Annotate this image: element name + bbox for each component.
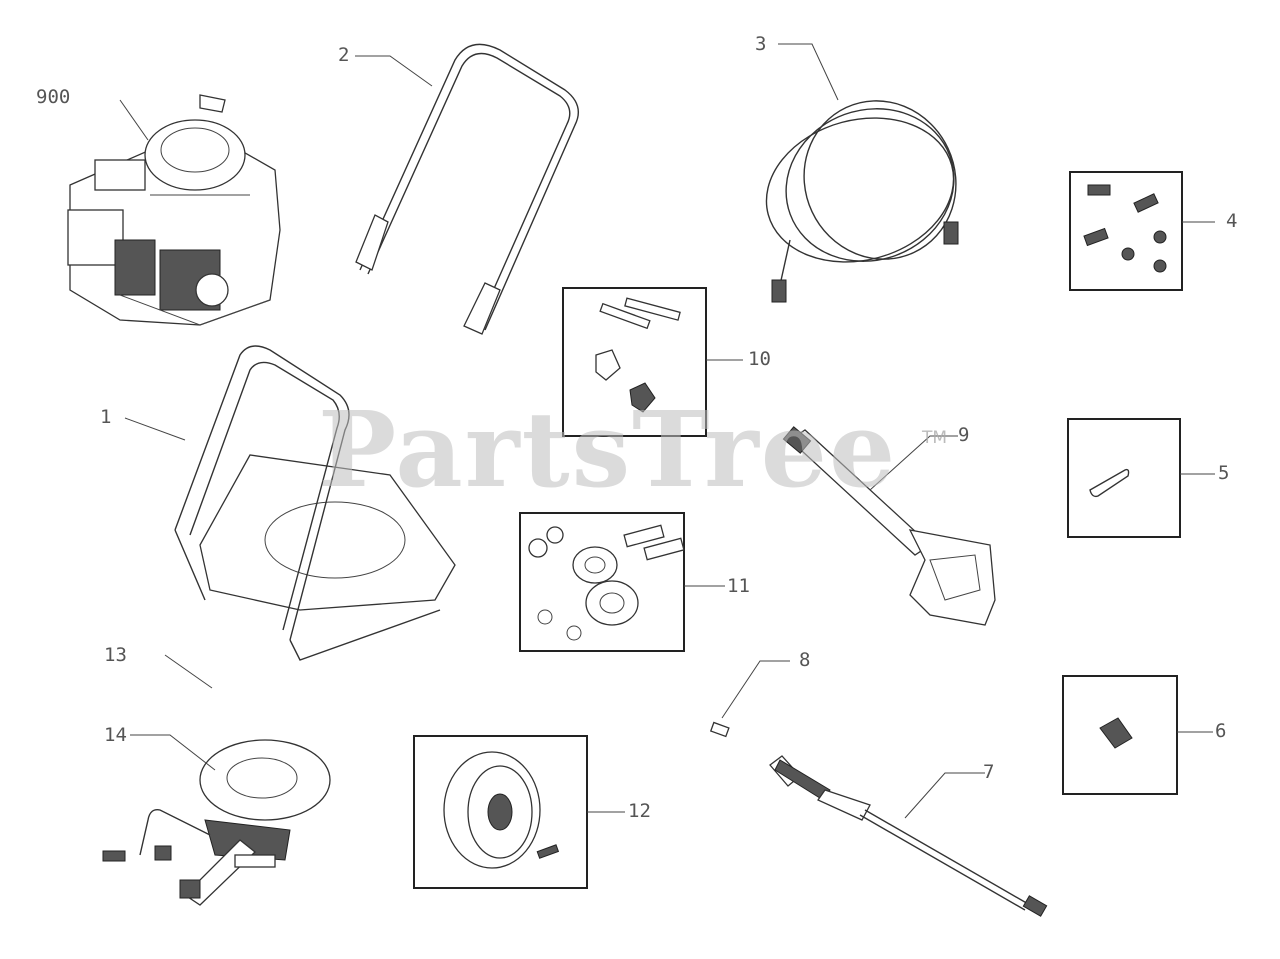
callout-5[interactable]: 5 [1218, 462, 1230, 484]
handle-drawing[interactable] [355, 43, 579, 335]
hose-leader [778, 43, 839, 101]
nozzle-box-6[interactable] [1062, 675, 1178, 795]
callout-3[interactable]: 3 [755, 33, 767, 55]
pump-leader [130, 734, 216, 771]
watermark-trademark: TM [922, 428, 948, 448]
hardware-box-10[interactable] [562, 287, 707, 437]
item-8-drawing[interactable] [709, 721, 730, 738]
frame-leader [124, 417, 186, 441]
lance-leader [904, 772, 985, 819]
engine-leader [119, 99, 149, 141]
watermark-brand: PartsTree [318, 388, 898, 511]
frame-drawing[interactable] [174, 345, 456, 661]
callout-14[interactable]: 14 [104, 724, 127, 746]
wheel-kit-box-11[interactable] [519, 512, 685, 652]
gun-leader [869, 435, 958, 491]
gun-drawing[interactable] [782, 426, 996, 626]
item-8-leader [721, 660, 790, 719]
callout-10[interactable]: 10 [748, 348, 771, 370]
callout-13[interactable]: 13 [104, 644, 127, 666]
handle-leader [355, 55, 433, 87]
callout-1[interactable]: 1 [100, 406, 112, 428]
callout-900[interactable]: 900 [36, 86, 71, 108]
hose-drawing[interactable] [750, 76, 982, 303]
callout-2[interactable]: 2 [338, 44, 350, 66]
hardware-box-5[interactable] [1067, 418, 1181, 538]
wheel-box-12[interactable] [413, 735, 588, 889]
callout-9[interactable]: 9 [958, 424, 970, 446]
pump-drawing[interactable] [102, 739, 331, 906]
callout-8[interactable]: 8 [799, 649, 811, 671]
callout-11[interactable]: 11 [727, 575, 750, 597]
callout-6[interactable]: 6 [1215, 720, 1227, 742]
callout-4[interactable]: 4 [1226, 210, 1238, 232]
label-13-leader [164, 654, 213, 689]
lance-drawing[interactable] [769, 755, 1048, 917]
engine-drawing[interactable] [67, 94, 281, 326]
callout-12[interactable]: 12 [628, 800, 651, 822]
hardware-box-4[interactable] [1069, 171, 1183, 291]
callout-7[interactable]: 7 [983, 761, 995, 783]
